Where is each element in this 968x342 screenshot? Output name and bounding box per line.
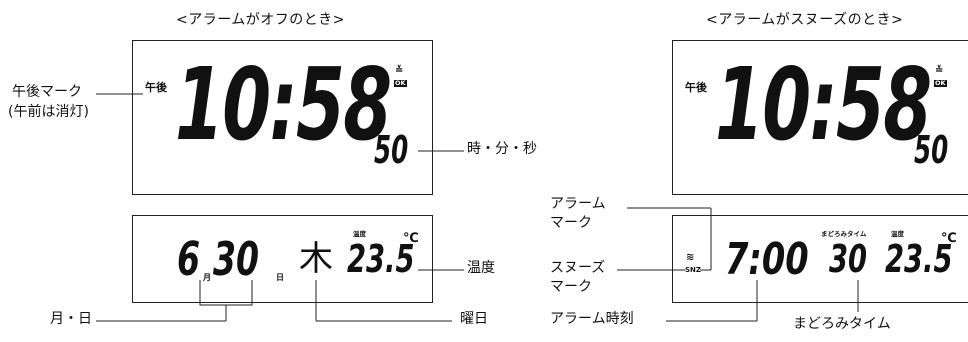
time-display: 10:58 [175, 46, 392, 163]
snz-badge: SNZ [685, 266, 701, 274]
alarm-time-display: 7:00 [725, 234, 809, 285]
label-hms: 時・分・秒 [467, 141, 537, 157]
heading-alarm-off: <アラームがオフのとき> [176, 12, 346, 28]
time-display-snooze: 10:58 [715, 46, 932, 163]
label-pm-note: (午前は消灯) [8, 104, 89, 120]
snooze-minutes-display: 30 [829, 237, 868, 281]
day-display: 30 [213, 232, 260, 286]
weekday-display: 木 [299, 239, 333, 279]
label-snooze-mark-2: マーク [550, 279, 592, 295]
label-weekday: 曜日 [460, 311, 488, 327]
seconds-display: 50 [374, 128, 409, 172]
temperature-unit: ℃ [403, 231, 419, 246]
label-pm-mark: 午後マーク [12, 84, 82, 100]
snooze-wave-icon: ≋ [686, 252, 695, 263]
label-temperature: 温度 [467, 260, 495, 276]
pm-indicator: 午後 [145, 81, 167, 94]
label-alarm-mark-2: マーク [550, 215, 592, 231]
month-display: 6 [177, 232, 201, 286]
month-unit: 月 [203, 273, 211, 282]
temperature-caption: 温度 [353, 230, 366, 238]
label-alarm-mark-1: アラーム [550, 196, 606, 212]
temperature-caption-snooze: 温度 [891, 230, 904, 238]
alarm-bell-icon: ≚ [395, 65, 404, 76]
day-unit: 日 [276, 273, 284, 282]
label-snooze-mark-1: スヌーズ [550, 260, 606, 276]
heading-alarm-snooze: <アラームがスヌーズのとき> [706, 12, 904, 28]
temperature-display: 23.5 [347, 237, 415, 281]
ok-badge-snooze: OK [934, 79, 947, 88]
left-date-panel: 6 月 30 日 木 温度 23.5 ℃ [132, 215, 433, 303]
pm-indicator-snooze: 午後 [685, 81, 707, 94]
right-time-panel: 午後 10:58 50 ≚ OK [672, 40, 968, 195]
alarm-bell-icon-snooze: ≚ [935, 65, 944, 76]
label-month-day: 月・日 [50, 311, 92, 327]
left-time-panel: 午後 10:58 50 ≚ OK [132, 40, 433, 195]
temperature-display-snooze: 23.5 [885, 237, 953, 281]
right-alarm-panel: ≋ SNZ 7:00 まどろみタイム 30 温度 23.5 ℃ [672, 215, 968, 303]
temperature-unit-snooze: ℃ [941, 231, 957, 246]
snooze-caption: まどろみタイム [821, 230, 867, 238]
seconds-display-snooze: 50 [914, 128, 949, 172]
label-alarm-time: アラーム時刻 [550, 311, 634, 327]
label-snooze-time: まどろみタイム [793, 316, 891, 332]
ok-badge: OK [394, 79, 407, 88]
